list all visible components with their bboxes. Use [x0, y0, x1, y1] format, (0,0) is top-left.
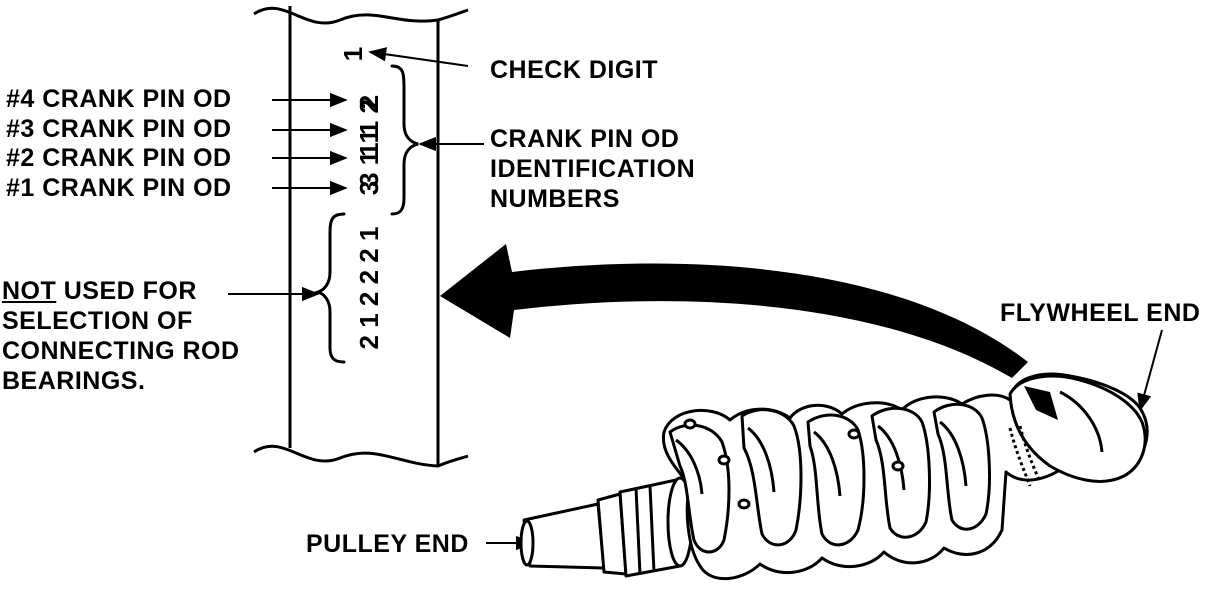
not-used-label-line-2: SELECTION OF [2, 307, 193, 335]
crank-pin-4-label: #4 CRANK PIN OD [6, 85, 232, 113]
not-used-rest: USED FOR [56, 277, 197, 305]
crank-pin-ids-label-line-3: NUMBERS [490, 185, 620, 213]
stamp-digits: 1 2 1 1 2 3 1 1 3 2 1 2 2 2 1 [338, 47, 384, 350]
not-used-label-line-1: NOT USED FOR [2, 276, 197, 306]
unused-digits-brace [313, 212, 346, 364]
crank-pin-digit-3: 1 1 2 [354, 99, 384, 157]
crank-pin-digit-4: 2 [354, 95, 384, 109]
pulley-snout [522, 502, 606, 570]
crank-pin-digit-2: 3 1 1 [354, 129, 384, 187]
crankshaft-illustration [519, 372, 1149, 581]
flywheel-end-label: FLYWHEEL END [1000, 299, 1201, 327]
not-used-label-line-3: CONNECTING ROD [2, 337, 240, 365]
crank-pin-3-label: #3 CRANK PIN OD [6, 115, 232, 143]
check-digit-label: CHECK DIGIT [490, 56, 658, 84]
crank-pin-ids-label-line-2: IDENTIFICATION [490, 155, 696, 183]
check-digit-value: 1 [338, 47, 368, 61]
unused-digits: 2 1 2 2 2 1 [354, 227, 384, 350]
crank-pin-2-label: #2 CRANK PIN OD [6, 144, 232, 172]
big-curved-arrow [440, 244, 1028, 378]
not-used-label-line-4: BEARINGS. [2, 367, 146, 395]
stamp-strip [253, 6, 469, 468]
crank-pin-1-label: #1 CRANK PIN OD [6, 174, 232, 202]
crank-pin-ids-label-line-1: CRANK PIN OD [490, 125, 680, 153]
crank-pin-brace [390, 64, 419, 216]
pulley-end-label: PULLEY END [306, 530, 469, 558]
crank-pin-digit-1: 3 [354, 181, 384, 195]
not-emphasis: NOT [2, 277, 57, 305]
